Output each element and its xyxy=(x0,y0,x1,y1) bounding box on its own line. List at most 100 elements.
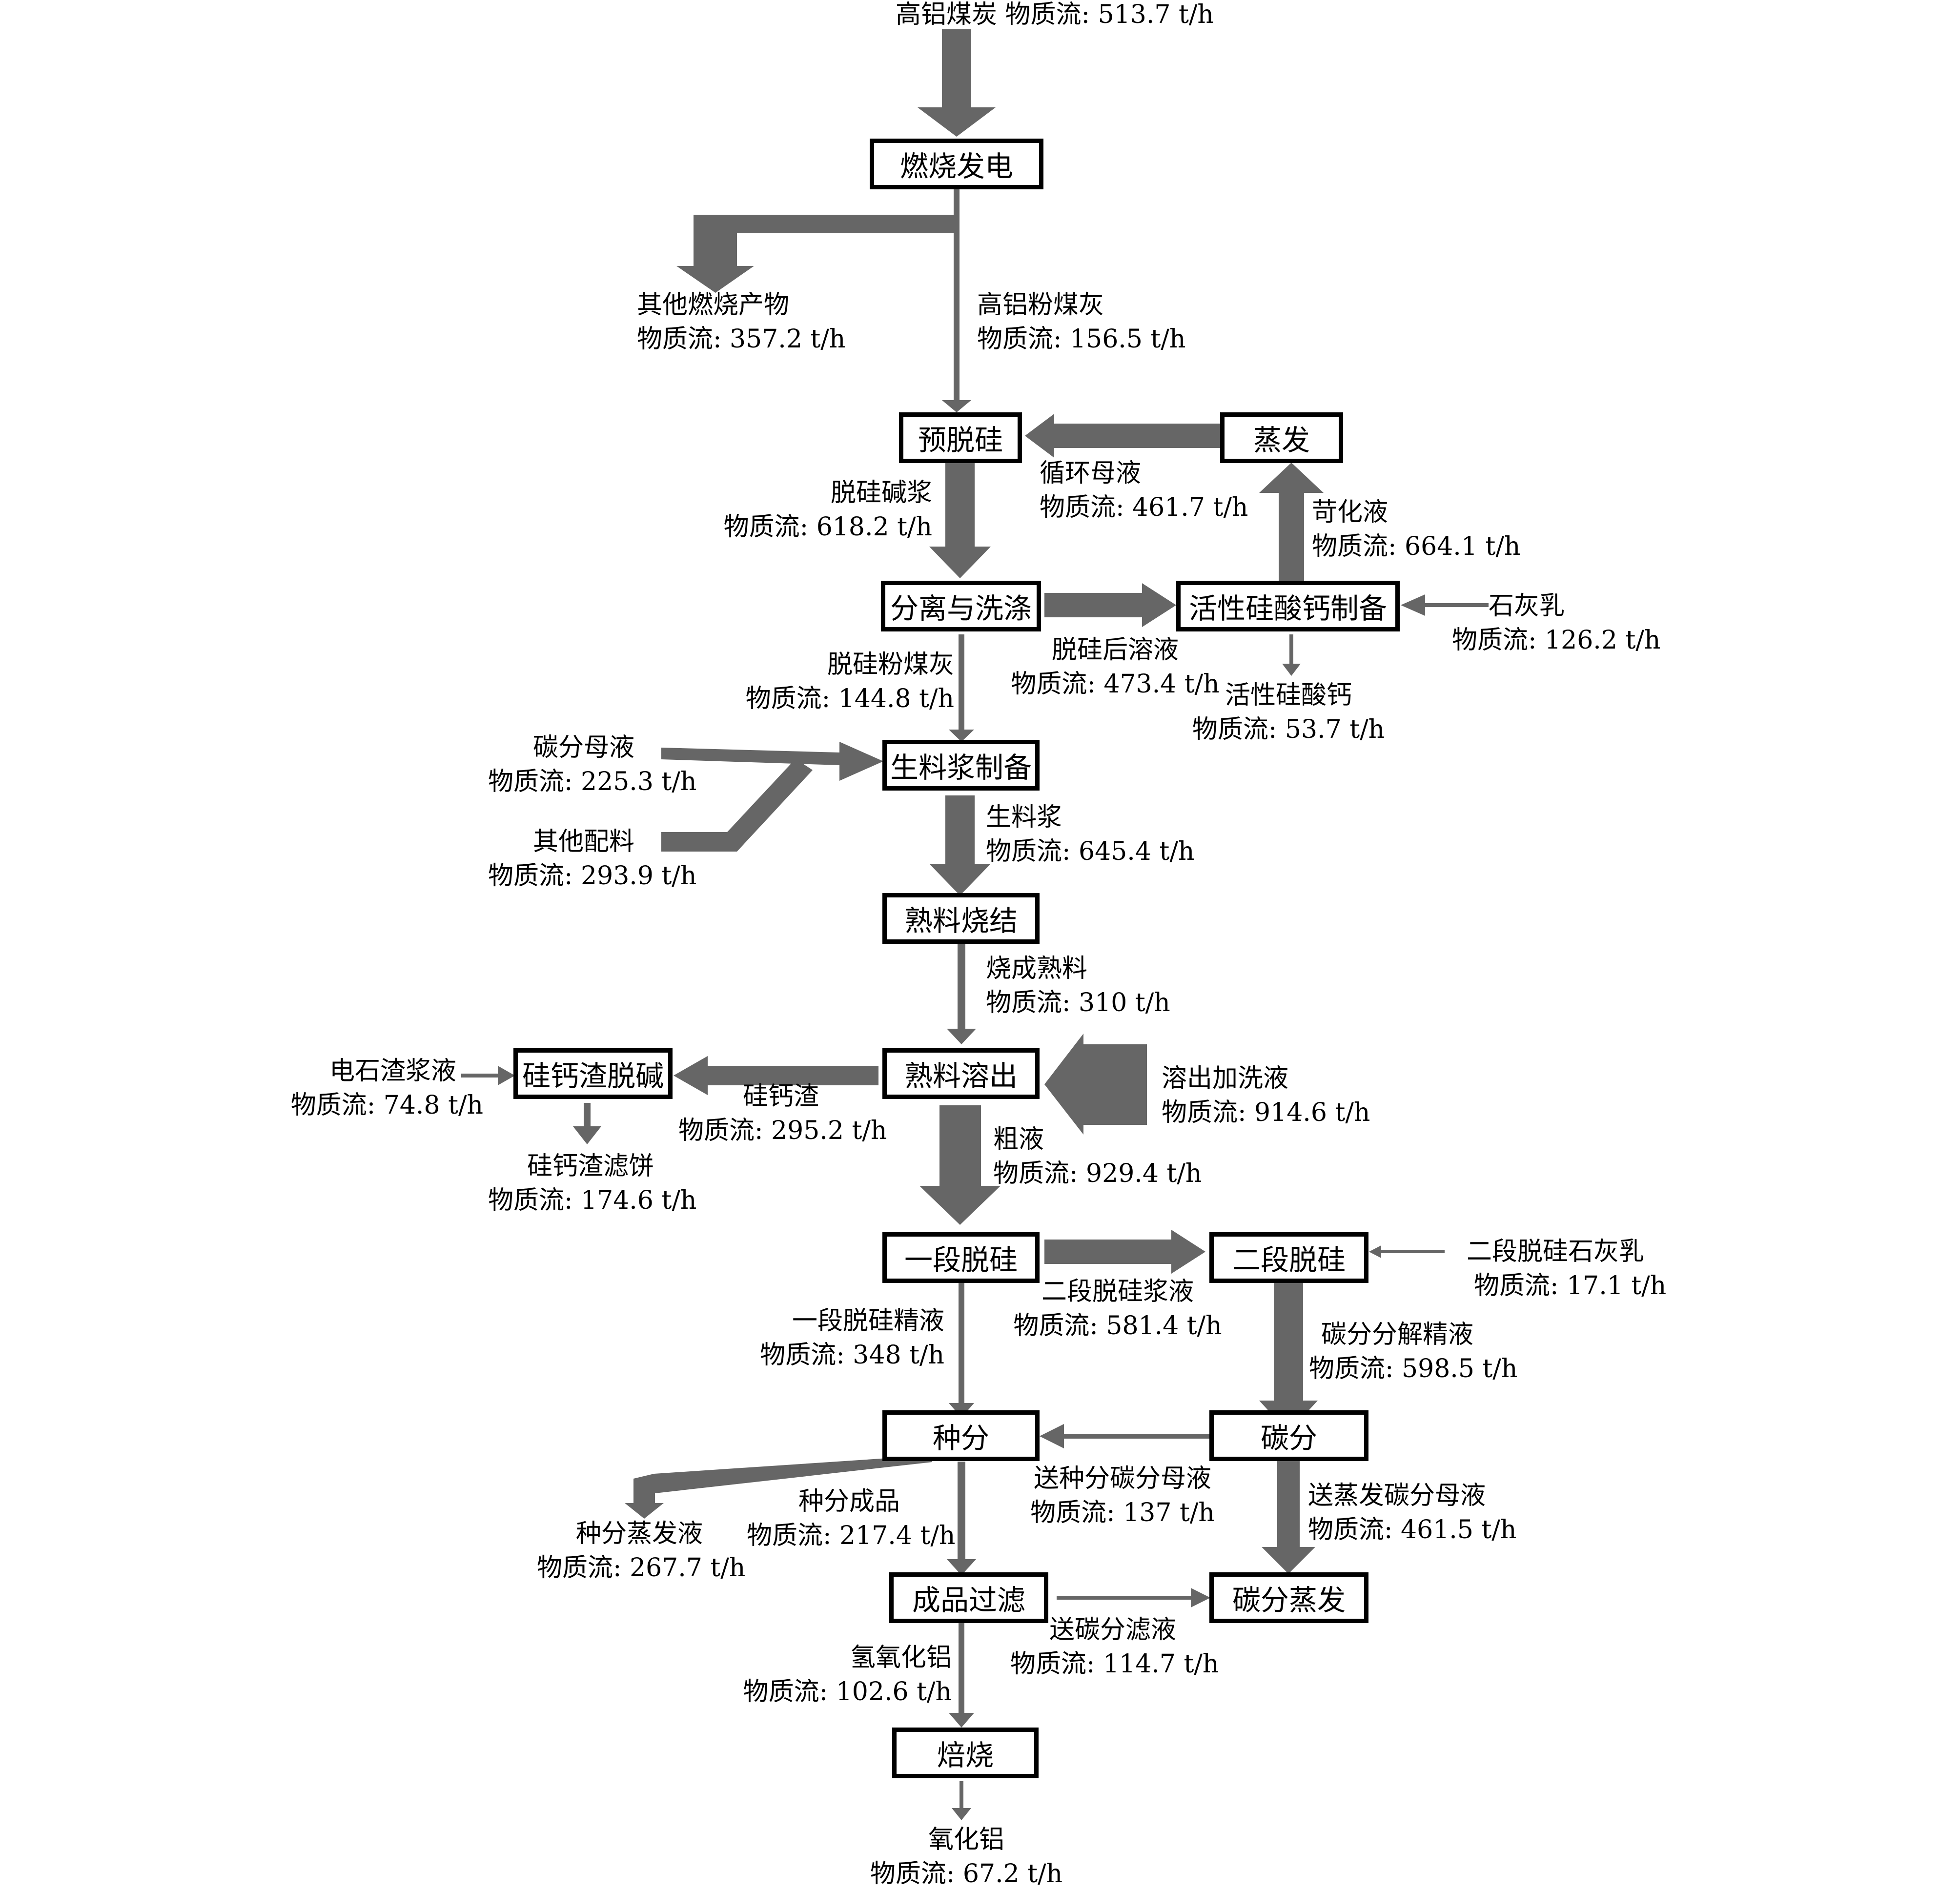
label-desilicated-fly-ash-flow: 物质流: 144.8 t/h xyxy=(745,684,954,713)
node-separation-washing: 分离与洗涤 xyxy=(881,581,1041,631)
label-causticized-liquor-flow: 物质流: 664.1 t/h xyxy=(1312,532,1521,561)
label-other-combustion: 其他燃烧产物 物质流: 357.2 t/h xyxy=(637,288,845,356)
label-active-calcium-silicate-name: 活性硅酸钙 xyxy=(1225,681,1352,710)
label-stage2-slurry-name: 二段脱硅浆液 xyxy=(1041,1277,1194,1306)
flow-si-ca-residue xyxy=(674,1056,878,1095)
flow-post-desilication xyxy=(1044,583,1176,627)
label-stage2-slurry-flow: 物质流: 581.4 t/h xyxy=(1013,1311,1222,1341)
label-stage2-slurry: 二段脱硅浆液 物质流: 581.4 t/h xyxy=(1005,1275,1230,1343)
flow-other-ingredients xyxy=(661,759,813,852)
flow-desilicated-alkali xyxy=(929,461,991,578)
label-residue-filter-cake-name: 硅钙渣滤饼 xyxy=(527,1152,654,1181)
flow-aluminum-hydroxide xyxy=(949,1623,974,1728)
label-raw-slurry-name: 生料浆 xyxy=(986,803,1062,832)
label-desilicated-alkali-flow: 物质流: 618.2 t/h xyxy=(723,512,932,542)
label-recycle-mother-liquor: 循环母液 物质流: 461.7 t/h xyxy=(1040,456,1248,525)
flow-raw-slurry xyxy=(929,795,991,895)
label-seed-product-flow: 物质流: 217.4 t/h xyxy=(747,1521,956,1550)
label-seed-evaporation-flow: 物质流: 267.7 t/h xyxy=(537,1553,746,1583)
label-other-combustion-name: 其他燃烧产物 xyxy=(637,290,790,320)
flow-to-evaporation-mother xyxy=(1262,1459,1315,1574)
node-combustion: 燃烧发电 xyxy=(870,139,1043,189)
node-clinker-sintering: 熟料烧结 xyxy=(882,893,1040,944)
label-sintered-clinker: 烧成熟料 物质流: 310 t/h xyxy=(986,952,1170,1020)
flow-crude-liquor xyxy=(919,1105,1000,1225)
label-stage1-refined: 一段脱硅精液 物质流: 348 t/h xyxy=(727,1304,944,1372)
label-post-desilication: 脱硅后溶液 物质流: 473.4 t/h xyxy=(1000,633,1230,701)
label-fly-ash: 高铝粉煤灰 物质流: 156.5 t/h xyxy=(977,288,1185,356)
label-coal-in-text: 高铝煤炭 物质流: 513.7 t/h xyxy=(896,0,1214,29)
label-stage2-lime-milk-flow: 物质流: 17.1 t/h xyxy=(1474,1271,1667,1301)
node-carbonation: 碳分 xyxy=(1209,1410,1368,1461)
label-fly-ash-flow: 物质流: 156.5 t/h xyxy=(977,325,1186,354)
label-lime-milk-name: 石灰乳 xyxy=(1489,591,1565,621)
flow-stage1-refined xyxy=(949,1271,974,1418)
label-to-carbonation-filtrate: 送碳分滤液 物质流: 114.7 t/h xyxy=(1010,1613,1219,1681)
label-desilicated-fly-ash: 脱硅粉煤灰 物质流: 144.8 t/h xyxy=(732,648,954,716)
label-seed-product: 种分成品 物质流: 217.4 t/h xyxy=(747,1484,956,1553)
label-aluminum-hydroxide-name: 氢氧化铝 xyxy=(850,1643,952,1672)
flow-stage2-lime-milk xyxy=(1369,1245,1445,1258)
label-active-calcium-silicate: 活性硅酸钙 物质流: 53.7 t/h xyxy=(1191,678,1386,747)
label-raw-slurry-flow: 物质流: 645.4 t/h xyxy=(986,837,1195,866)
label-desilicated-alkali: 脱硅碱浆 物质流: 618.2 t/h xyxy=(722,476,932,544)
flow-recycle-mother-liquor xyxy=(1025,414,1220,458)
flow-residue-filter-cake xyxy=(573,1103,601,1144)
label-si-ca-residue-name: 硅钙渣 xyxy=(742,1082,819,1111)
label-causticized-liquor-name: 苛化液 xyxy=(1312,498,1388,527)
flow-to-carbonation-filtrate xyxy=(1057,1588,1210,1607)
label-other-combustion-flow: 物质流: 357.2 t/h xyxy=(637,325,846,354)
label-crude-liquor-flow: 物质流: 929.4 t/h xyxy=(993,1159,1202,1188)
flow-stage2-slurry xyxy=(1044,1230,1205,1274)
label-carbide-slag-flow: 物质流: 74.8 t/h xyxy=(290,1091,483,1120)
label-causticized-liquor: 苛化液 物质流: 664.1 t/h xyxy=(1312,495,1520,564)
node-carbonation-evaporation: 碳分蒸发 xyxy=(1209,1572,1368,1623)
node-raw-slurry-prep: 生料浆制备 xyxy=(882,740,1040,791)
flow-coal-in xyxy=(918,29,996,137)
flow-alumina xyxy=(952,1781,971,1820)
label-post-desilication-name: 脱硅后溶液 xyxy=(1051,635,1179,665)
label-to-seed-mother-flow: 物质流: 137 t/h xyxy=(1030,1498,1215,1527)
label-coal-in: 高铝煤炭 物质流: 513.7 t/h xyxy=(896,0,1214,32)
node-calcination: 焙烧 xyxy=(892,1728,1039,1778)
label-residue-filter-cake: 硅钙渣滤饼 物质流: 174.6 t/h xyxy=(488,1149,696,1218)
label-lime-milk: 石灰乳 物质流: 126.2 t/h xyxy=(1452,589,1660,657)
label-fly-ash-name: 高铝粉煤灰 xyxy=(977,290,1104,320)
label-seed-product-name: 种分成品 xyxy=(798,1487,900,1516)
node-clinker-leaching: 熟料溶出 xyxy=(882,1048,1040,1099)
label-seed-evaporation-name: 种分蒸发液 xyxy=(575,1519,703,1548)
label-recycle-mother-liquor-flow: 物质流: 461.7 t/h xyxy=(1040,493,1248,522)
label-alumina-name: 氧化铝 xyxy=(928,1825,1004,1854)
flow-carbide-slag xyxy=(461,1066,515,1085)
node-stage2-desilication: 二段脱硅 xyxy=(1209,1232,1368,1283)
label-carbonation-refined: 碳分分解精液 物质流: 598.5 t/h xyxy=(1309,1318,1517,1386)
node-seed-precipitation: 种分 xyxy=(882,1410,1040,1461)
label-stage2-lime-milk-name: 二段脱硅石灰乳 xyxy=(1467,1237,1645,1266)
label-other-ingredients-name: 其他配料 xyxy=(533,827,635,856)
label-crude-liquor-name: 粗液 xyxy=(993,1125,1044,1154)
label-to-evaporation-mother-flow: 物质流: 461.5 t/h xyxy=(1308,1515,1517,1545)
node-stage1-desilication: 一段脱硅 xyxy=(882,1232,1040,1283)
flow-fly-ash xyxy=(942,222,971,412)
label-to-seed-mother: 送种分碳分母液 物质流: 137 t/h xyxy=(1015,1462,1230,1530)
node-predesilication: 预脱硅 xyxy=(899,412,1022,463)
label-crude-liquor: 粗液 物质流: 929.4 t/h xyxy=(993,1122,1202,1191)
flow-active-calcium-silicate xyxy=(1282,634,1301,676)
node-product-filtration: 成品过滤 xyxy=(889,1572,1048,1623)
label-aluminum-hydroxide-flow: 物质流: 102.6 t/h xyxy=(743,1677,952,1707)
label-to-seed-mother-name: 送种分碳分母液 xyxy=(1033,1464,1211,1493)
label-aluminum-hydroxide: 氢氧化铝 物质流: 102.6 t/h xyxy=(737,1641,952,1709)
label-seed-evaporation: 种分蒸发液 物质流: 267.7 t/h xyxy=(537,1517,746,1585)
label-leaching-wash-name: 溶出加洗液 xyxy=(1162,1064,1289,1093)
label-to-evaporation-mother: 送蒸发碳分母液 物质流: 461.5 t/h xyxy=(1308,1479,1516,1547)
label-carbide-slag-name: 电石渣浆液 xyxy=(329,1057,456,1086)
label-to-carbonation-filtrate-flow: 物质流: 114.7 t/h xyxy=(1010,1649,1219,1679)
flow-seed-evaporation xyxy=(625,1455,932,1519)
label-carbonation-mother: 碳分母液 物质流: 225.3 t/h xyxy=(488,731,696,799)
label-alumina: 氧化铝 物质流: 67.2 t/h xyxy=(864,1823,1069,1891)
label-raw-slurry: 生料浆 物质流: 645.4 t/h xyxy=(986,800,1194,869)
flow-leaching-wash xyxy=(1044,1034,1147,1135)
flow-other-combustion xyxy=(676,215,960,293)
flow-causticized-liquor xyxy=(1259,463,1324,581)
